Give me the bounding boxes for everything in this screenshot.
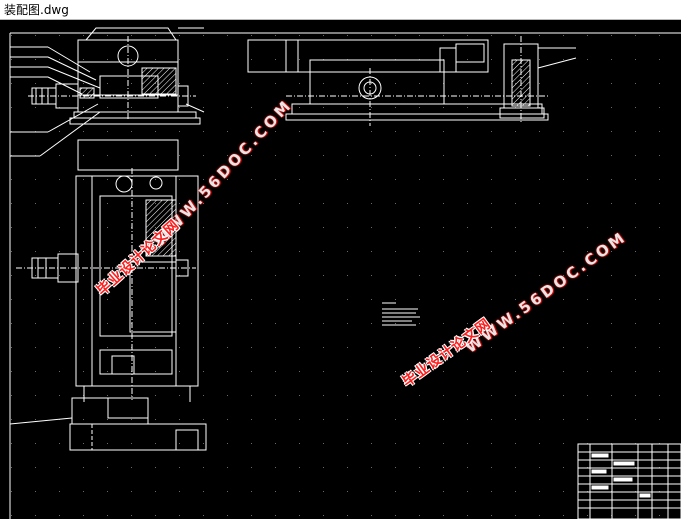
- cad-drawing: [0, 20, 681, 519]
- leader-lines-left: [10, 27, 205, 157]
- title-bar: 装配图.dwg: [0, 0, 681, 20]
- document-title: 装配图.dwg: [4, 3, 69, 17]
- drawing-canvas[interactable]: WWW.56DOC.COM 毕业设计论文网 WWW.56DOC.COM 毕业设计…: [0, 20, 681, 519]
- front-view[interactable]: [28, 27, 201, 125]
- grid-dots: [0, 20, 681, 519]
- end-view[interactable]: [499, 36, 577, 122]
- sheet-border: [9, 32, 681, 519]
- title-block[interactable]: [577, 443, 681, 519]
- side-view[interactable]: [247, 39, 549, 126]
- top-view[interactable]: [16, 139, 199, 402]
- base-view[interactable]: [9, 397, 207, 451]
- technical-notes: [382, 302, 420, 326]
